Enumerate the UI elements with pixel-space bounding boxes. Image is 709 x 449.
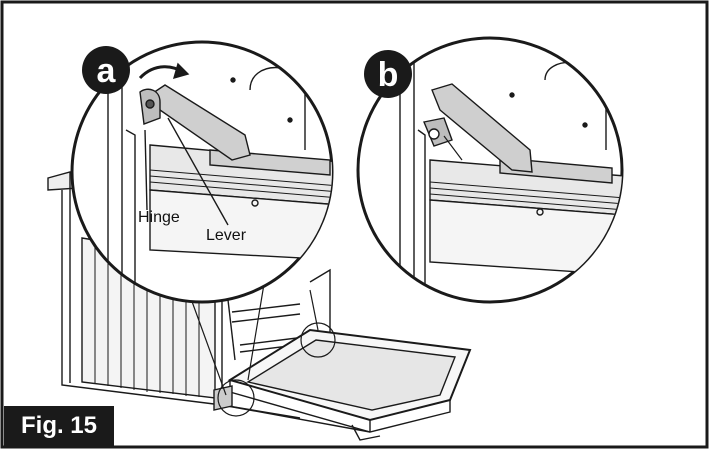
inset-b: b: [356, 36, 624, 304]
badge-a: [82, 46, 130, 94]
inset-a: Hinge Lever a: [70, 40, 334, 304]
hinge-location-right: [300, 322, 336, 358]
oven-body: [47, 171, 472, 441]
hinge-callout: Hinge: [138, 209, 180, 226]
figure-label: Fig. 15: [4, 406, 114, 446]
lever-callout: Lever: [206, 227, 247, 244]
badge-b: [364, 50, 412, 98]
badge-a-label: a: [97, 52, 117, 90]
badge-b-label: b: [378, 56, 399, 94]
hinge-location-left: [217, 379, 255, 417]
